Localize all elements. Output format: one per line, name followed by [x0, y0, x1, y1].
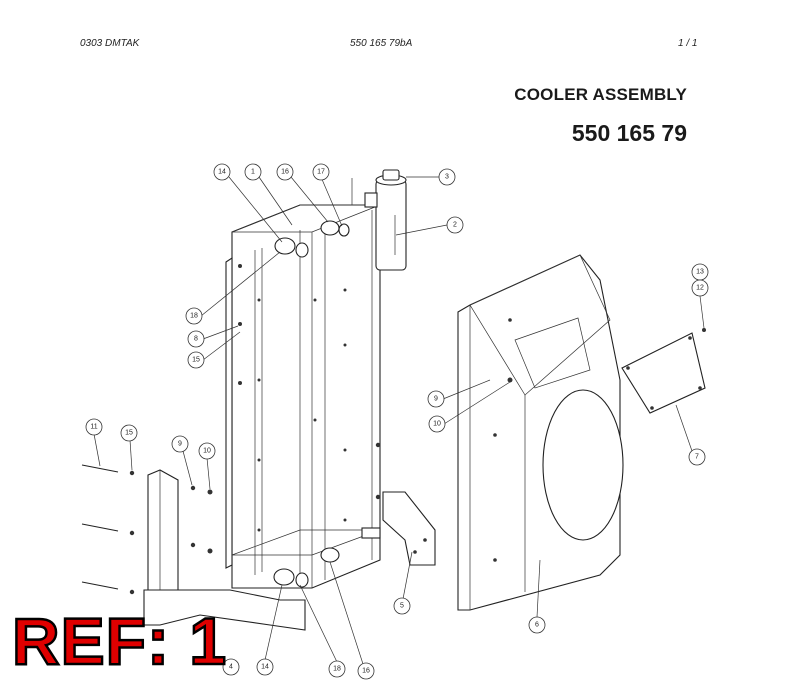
- item-balloon: 13: [691, 263, 709, 281]
- ref-stamp: REF: 1: [11, 604, 228, 678]
- item-balloon: 5: [393, 597, 411, 615]
- svg-text:5: 5: [400, 603, 404, 610]
- item-balloon: 14: [213, 163, 231, 181]
- svg-text:3: 3: [445, 174, 449, 181]
- svg-text:12: 12: [696, 285, 704, 292]
- header-drawing-number: 550 165 79bA: [350, 38, 413, 49]
- radiator-core: [225, 204, 381, 589]
- assembly-title: COOLER ASSEMBLY: [514, 85, 687, 104]
- item-balloon: 9: [427, 390, 445, 408]
- bolts: [81, 264, 706, 595]
- item-balloons: 14 1 16 17 3 2 13 12 18 8 15 9 10 7 11 1…: [85, 163, 709, 680]
- svg-text:11: 11: [90, 424, 97, 431]
- mounting-bracket: [382, 491, 436, 566]
- svg-text:10: 10: [203, 448, 211, 455]
- svg-text:9: 9: [434, 396, 438, 403]
- svg-text:8: 8: [194, 336, 198, 343]
- svg-text:2: 2: [453, 222, 457, 229]
- item-balloon: 18: [328, 660, 346, 678]
- svg-text:1: 1: [251, 169, 255, 176]
- item-balloon: 10: [428, 415, 446, 433]
- svg-text:15: 15: [125, 430, 133, 437]
- svg-text:13: 13: [696, 269, 704, 276]
- item-balloon: 7: [688, 448, 706, 466]
- item-balloon: 3: [438, 168, 456, 186]
- svg-text:16: 16: [281, 169, 289, 176]
- svg-text:6: 6: [535, 622, 539, 629]
- svg-text:9: 9: [178, 441, 182, 448]
- fan-shroud: [457, 254, 624, 611]
- svg-text:18: 18: [333, 666, 341, 673]
- hose-fittings: [273, 220, 381, 588]
- item-balloon: 14: [256, 658, 274, 676]
- svg-text:16: 16: [362, 668, 370, 675]
- item-balloon: 2: [446, 216, 464, 234]
- header-page-count: 1 / 1: [678, 38, 698, 49]
- svg-text:14: 14: [218, 169, 226, 176]
- item-balloon: 15: [120, 424, 138, 442]
- item-balloon: 18: [185, 307, 203, 325]
- item-balloon: 17: [312, 163, 330, 181]
- svg-text:15: 15: [192, 357, 200, 364]
- item-balloon: 15: [187, 351, 205, 369]
- item-balloon: 8: [187, 330, 205, 348]
- svg-text:10: 10: [433, 421, 441, 428]
- item-balloon: 11: [85, 418, 103, 436]
- svg-text:14: 14: [261, 664, 269, 671]
- item-balloon: 4: [222, 658, 240, 676]
- item-balloon: 10: [198, 442, 216, 460]
- radiator-bracket: [143, 469, 306, 631]
- item-balloon: 16: [276, 163, 294, 181]
- assembly-part-number: 550 165 79: [571, 120, 687, 146]
- item-balloon: 1: [244, 163, 262, 181]
- leader-lines: [93, 176, 705, 665]
- item-balloon: 12: [691, 279, 709, 297]
- svg-text:4: 4: [229, 664, 233, 671]
- header-document-code: 0303 DMTAK: [80, 38, 140, 49]
- item-balloon: 16: [357, 662, 375, 680]
- svg-text:18: 18: [190, 313, 198, 320]
- cover-plate: [621, 332, 706, 414]
- item-balloon: 9: [171, 435, 189, 453]
- expansion-tank: [351, 169, 407, 271]
- svg-text:7: 7: [695, 454, 699, 461]
- item-balloon: 6: [528, 616, 546, 634]
- svg-text:17: 17: [317, 169, 325, 176]
